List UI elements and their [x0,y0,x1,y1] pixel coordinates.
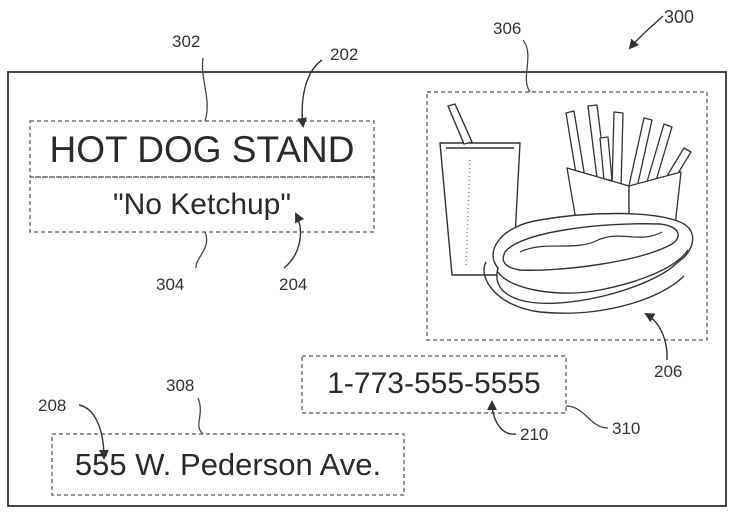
card-outline [7,71,727,507]
ref-208: 208 [38,396,67,415]
ref-302: 302 [172,32,201,51]
card-tagline: "No Ketchup" [112,188,292,221]
french-fries-icon [565,104,692,233]
ref-306: 306 [493,19,522,38]
card-phone: 1-773-555-5555 [327,367,541,400]
card-title: HOT DOG STAND [49,129,355,170]
arrow-210 [487,400,517,435]
card-address: 555 W. Pederson Ave. [74,447,382,482]
ref-204: 204 [279,275,308,294]
image-box [426,91,708,341]
ref-210: 210 [520,425,549,444]
ref-308: 308 [166,376,195,395]
ref-310: 310 [612,419,641,438]
ref-304: 304 [156,275,185,294]
leader-304 [195,231,208,269]
arrow-206 [644,313,668,361]
tagline-box [29,176,375,233]
arrow-300 [628,15,664,50]
arrow-202 [297,59,323,128]
hot-dog-icon [483,212,694,314]
leader-308 [197,397,204,435]
leader-306 [522,39,531,93]
address-box [51,433,405,496]
arrow-208 [78,404,109,460]
leader-302 [201,57,208,122]
ref-206: 206 [654,362,683,381]
ref-300: 300 [664,7,695,27]
arrow-204 [283,212,305,269]
leader-310 [565,405,609,429]
title-box [29,120,375,178]
ref-202: 202 [330,45,359,64]
